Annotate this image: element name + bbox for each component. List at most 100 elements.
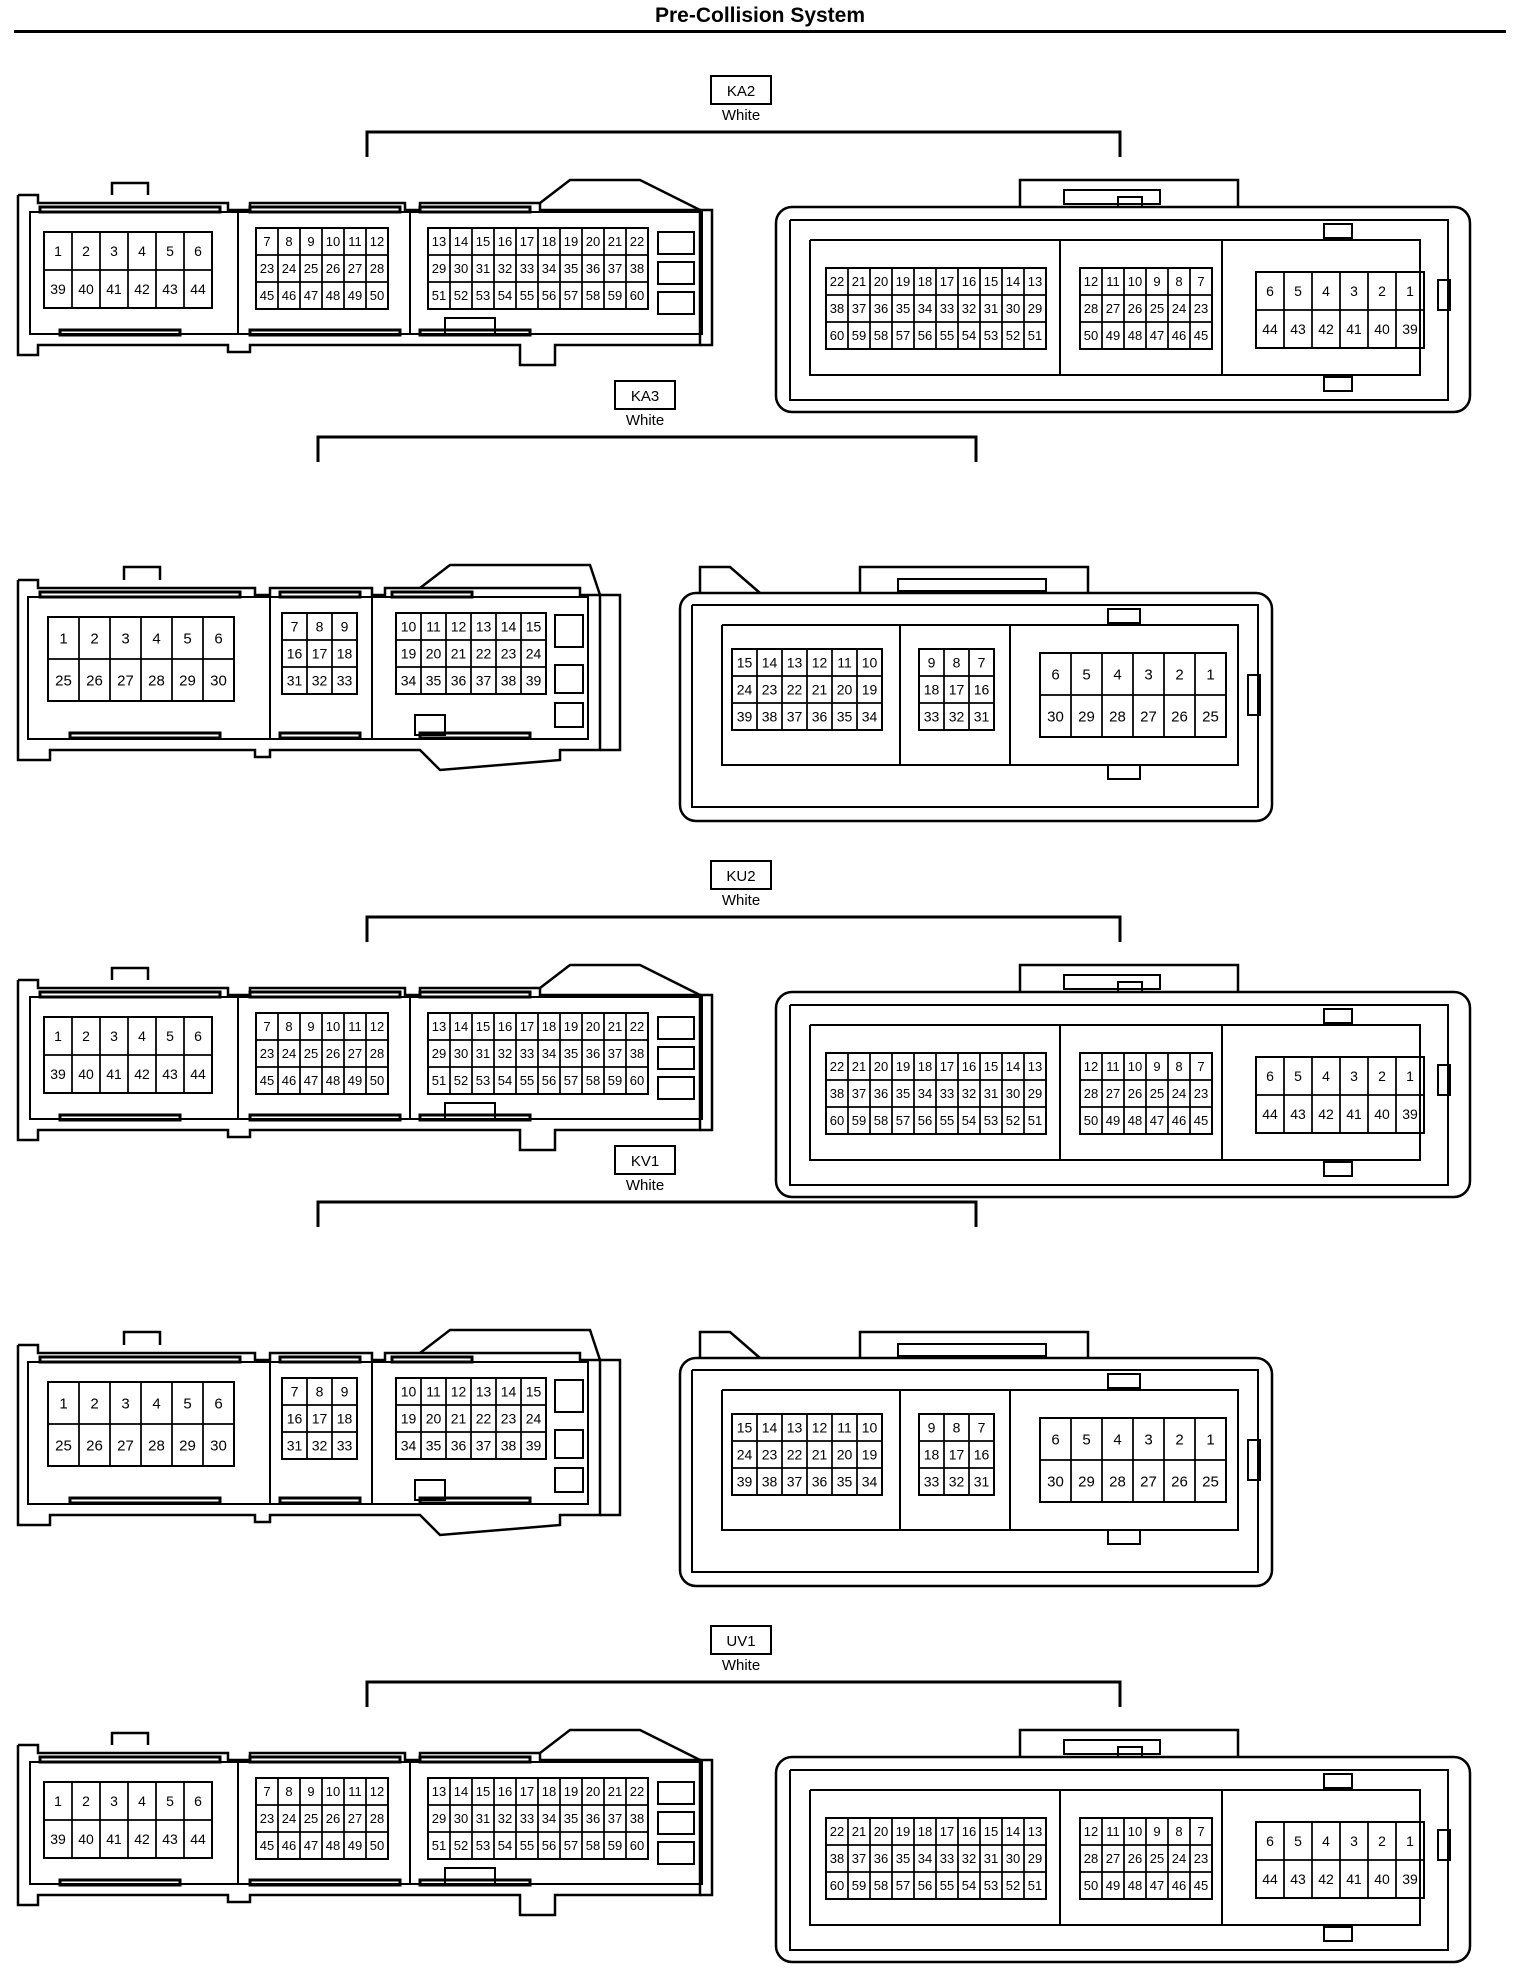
pin-number: 9 — [307, 234, 314, 249]
pin-number: 9 — [928, 655, 936, 671]
pin-number: 2 — [1175, 1431, 1183, 1448]
pin-number: 14 — [454, 1019, 468, 1034]
pin-number: 20 — [586, 1019, 600, 1034]
pin-number: 45 — [260, 1073, 274, 1088]
pin-number: 13 — [1028, 1824, 1042, 1839]
pin-number: 7 — [291, 1384, 299, 1400]
pin-number: 54 — [498, 288, 512, 303]
pin-cell — [183, 1054, 213, 1094]
pin-number: 33 — [924, 709, 940, 725]
pin-number: 13 — [432, 1784, 446, 1799]
pin-number: 10 — [1128, 274, 1142, 289]
connector-name: UV1 — [726, 1633, 755, 1650]
pin-number: 49 — [348, 288, 362, 303]
pin-number: 29 — [1028, 301, 1042, 316]
pin-number: 38 — [830, 301, 844, 316]
pin-number: 18 — [542, 1019, 556, 1034]
pin-number: 16 — [287, 646, 303, 662]
pin-number: 38 — [630, 261, 644, 276]
pin-number: 39 — [50, 1066, 66, 1082]
pin-number: 10 — [326, 1019, 340, 1034]
pin-cell — [183, 269, 213, 309]
pin-number: 11 — [1106, 1824, 1120, 1839]
pin-number: 38 — [630, 1046, 644, 1061]
pin-number: 2 — [90, 1395, 98, 1412]
pin-number: 6 — [194, 243, 202, 259]
pin-number: 9 — [307, 1784, 314, 1799]
pin-number: 4 — [138, 1028, 146, 1044]
pin-number: 41 — [1346, 1871, 1362, 1887]
pin-cell — [1395, 1094, 1425, 1134]
pin-number: 27 — [117, 672, 134, 689]
pin-number: 7 — [263, 1019, 270, 1034]
pin-number: 3 — [121, 1395, 129, 1412]
pin-number: 43 — [162, 1831, 178, 1847]
pin-number: 16 — [498, 234, 512, 249]
latch-slot — [248, 1113, 402, 1122]
pin-number: 59 — [852, 1878, 866, 1893]
lock-tab — [554, 664, 584, 694]
pin-number: 22 — [787, 1447, 803, 1463]
pin-number: 12 — [1084, 274, 1098, 289]
inner-frame — [691, 604, 1259, 808]
pin-number: 8 — [953, 655, 961, 671]
latch-slot — [38, 590, 242, 599]
pin-number: 14 — [762, 1420, 778, 1436]
pin-number: 34 — [401, 1438, 417, 1454]
connector-bracket — [365, 130, 1122, 157]
pin-number: 15 — [526, 619, 542, 635]
pin-number: 25 — [304, 261, 318, 276]
pin-number: 29 — [432, 261, 446, 276]
pin-number: 46 — [282, 288, 296, 303]
pin-number: 24 — [526, 1411, 542, 1427]
housing-outline — [110, 966, 150, 980]
pin-number: 21 — [608, 234, 622, 249]
pin-number: 7 — [978, 1420, 986, 1436]
latch-slot — [444, 317, 496, 335]
pin-number: 13 — [476, 1384, 492, 1400]
pin-number: 30 — [1006, 1086, 1020, 1101]
pin-number: 17 — [949, 1447, 965, 1463]
pin-number: 51 — [432, 288, 446, 303]
pin-number: 21 — [852, 1059, 866, 1074]
pin-number: 32 — [312, 673, 328, 689]
pin-number: 46 — [282, 1838, 296, 1853]
pin-number: 12 — [370, 1784, 384, 1799]
connector-color: White — [626, 412, 664, 429]
connector-label-box — [614, 1145, 676, 1175]
pin-number: 27 — [117, 1437, 134, 1454]
pin-number: 18 — [542, 1784, 556, 1799]
connector-label-box — [710, 75, 772, 105]
pin-number: 36 — [586, 261, 600, 276]
pin-number: 39 — [50, 281, 66, 297]
pin-number: 22 — [830, 1824, 844, 1839]
pin-number: 26 — [326, 261, 340, 276]
pin-number: 32 — [498, 1046, 512, 1061]
housing-outline — [678, 591, 1274, 823]
latch-slot — [418, 990, 532, 999]
pin-number: 7 — [291, 619, 299, 635]
latch-slot — [278, 731, 362, 740]
pin-number: 35 — [564, 261, 578, 276]
pin-cell — [520, 666, 547, 695]
pin-number: 30 — [454, 1811, 468, 1826]
pin-number: 40 — [78, 1831, 94, 1847]
pin-number: 29 — [432, 1811, 446, 1826]
pin-number: 34 — [918, 1086, 932, 1101]
pin-number: 25 — [1150, 1086, 1164, 1101]
pin-number: 2 — [1378, 283, 1386, 299]
pin-number: 31 — [476, 1811, 490, 1826]
lock-tab — [554, 702, 584, 728]
pin-number: 37 — [852, 1086, 866, 1101]
pin-number: 23 — [260, 261, 274, 276]
pin-number: 56 — [542, 288, 556, 303]
